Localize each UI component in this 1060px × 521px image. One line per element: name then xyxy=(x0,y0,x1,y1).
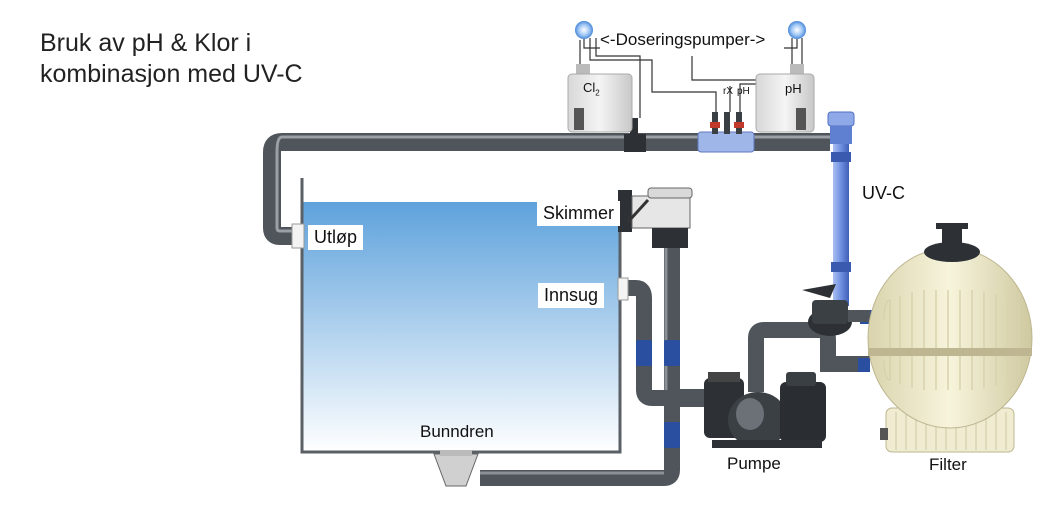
injection-manifold xyxy=(697,112,755,153)
pump xyxy=(704,372,826,448)
return-pipe xyxy=(263,133,830,249)
skimmer-label: Skimmer xyxy=(537,201,620,226)
suction-pipes xyxy=(480,248,708,486)
diagram-title: Bruk av pH & Klor i kombinasjon med UV-C xyxy=(40,28,303,90)
dosing-pump-right xyxy=(788,21,806,39)
title-line-1: Bruk av pH & Klor i xyxy=(40,29,252,57)
sand-filter xyxy=(867,223,1033,453)
ball-valves xyxy=(636,340,680,448)
multiport-valve xyxy=(802,284,872,372)
dosing-pump-left xyxy=(575,21,593,39)
uvc-unit xyxy=(827,111,855,318)
pump-label: Pumpe xyxy=(727,454,781,473)
intake-fitting xyxy=(617,277,629,301)
dosing-pumps-label: <-Doseringspumper-> xyxy=(600,30,766,49)
bottom-drain xyxy=(433,450,479,487)
cl2-label: Cl2 xyxy=(583,80,600,98)
probe-ph-label: pH xyxy=(737,86,750,97)
bottom-drain-label: Bunndren xyxy=(420,422,494,441)
outlet-label: Utløp xyxy=(308,225,364,250)
cl2-label-sub: 2 xyxy=(595,88,600,98)
uvc-label: UV-C xyxy=(862,183,906,203)
ph-tank-label: pH xyxy=(785,81,802,96)
filter-label: Filter xyxy=(929,455,967,474)
cl2-tank xyxy=(567,64,633,133)
skimmer xyxy=(618,187,693,248)
cl-injection-point xyxy=(624,118,646,152)
cl2-label-base: Cl xyxy=(583,80,596,95)
probe-rx-label: rX xyxy=(723,86,733,97)
ph-tank xyxy=(755,64,815,133)
outlet-fitting xyxy=(291,223,305,249)
title-line-2: kombinasjon med UV-C xyxy=(40,60,303,88)
intake-label: Innsug xyxy=(538,283,605,308)
